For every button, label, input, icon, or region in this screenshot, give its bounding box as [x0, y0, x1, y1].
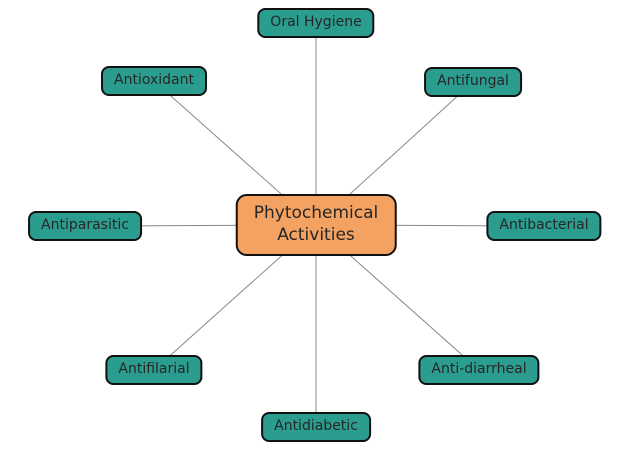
node-oral-hygiene: Oral Hygiene	[257, 8, 375, 38]
center-node-label-line2: Activities	[277, 225, 355, 245]
node-label: Antioxidant	[114, 72, 194, 88]
node-label: Antiparasitic	[41, 217, 129, 233]
node-label: Oral Hygiene	[270, 14, 362, 30]
node-label: Antifilarial	[118, 361, 190, 377]
node-anti-diarrheal: Anti-diarrheal	[418, 355, 540, 385]
node-antibacterial: Antibacterial	[486, 211, 602, 241]
node-label: Anti-diarrheal	[431, 361, 527, 377]
node-label: Antidiabetic	[274, 418, 358, 434]
node-antidiabetic: Antidiabetic	[261, 412, 371, 442]
center-node-label-line1: Phytochemical	[253, 203, 379, 223]
node-antiparasitic: Antiparasitic	[28, 211, 142, 241]
node-antioxidant: Antioxidant	[101, 66, 207, 96]
node-antifilarial: Antifilarial	[105, 355, 203, 385]
node-label: Antibacterial	[499, 217, 589, 233]
node-antifungal: Antifungal	[424, 67, 522, 97]
center-node: Phytochemical Activities	[235, 194, 397, 256]
node-label: Antifungal	[437, 73, 509, 89]
